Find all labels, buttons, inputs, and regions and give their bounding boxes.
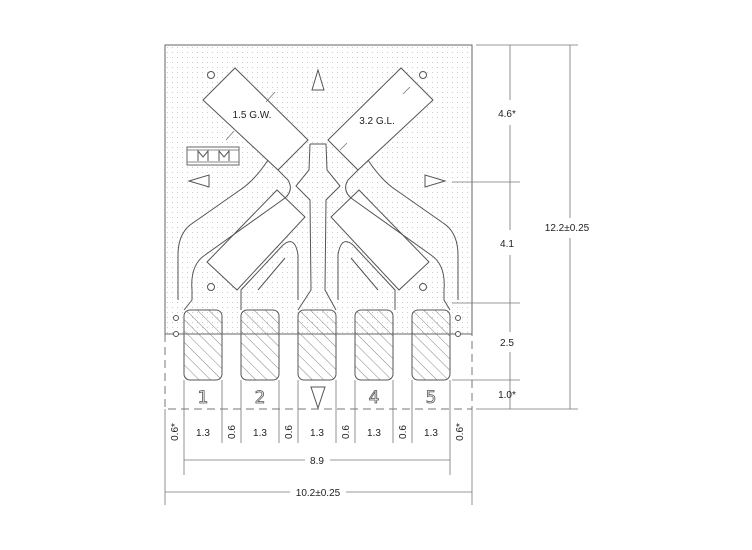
pad-1 bbox=[183, 309, 223, 381]
pad-4 bbox=[354, 309, 394, 381]
grid-elements bbox=[202, 67, 434, 291]
dim-bottom: 1.0* bbox=[498, 390, 516, 401]
triangle-down-icon bbox=[310, 386, 326, 410]
pad-3 bbox=[297, 309, 337, 381]
vertical-dimension-lines bbox=[452, 44, 578, 410]
horizontal-dimension-lines bbox=[164, 380, 473, 505]
svg-text:0.6: 0.6 bbox=[398, 425, 409, 439]
pad-number-1: 1 bbox=[198, 388, 209, 408]
dim-total-width: 10.2±0.25 bbox=[296, 488, 341, 499]
svg-text:0.6: 0.6 bbox=[284, 425, 295, 439]
svg-text:0.6*: 0.6* bbox=[455, 423, 466, 441]
svg-text:1.3: 1.3 bbox=[424, 428, 438, 439]
dimension-segments: 0.6* 1.3 0.6 1.3 0.6 1.3 0.6 1.3 0.6 1.3… bbox=[170, 423, 466, 441]
pad-number-5: 5 bbox=[426, 388, 437, 408]
svg-text:0.6*: 0.6* bbox=[170, 423, 181, 441]
pad-5 bbox=[411, 309, 451, 381]
svg-text:1.3: 1.3 bbox=[196, 428, 210, 439]
dim-pads: 2.5 bbox=[500, 338, 514, 349]
traces bbox=[177, 143, 459, 311]
dim-top: 4.6* bbox=[498, 109, 516, 120]
alignment-marks bbox=[173, 68, 461, 410]
gauge-dimension-arrows bbox=[225, 86, 411, 151]
dim-middle: 4.1 bbox=[500, 239, 514, 250]
svg-text:1.3: 1.3 bbox=[253, 428, 267, 439]
triangle-up-icon bbox=[311, 68, 325, 91]
svg-text:1.3: 1.3 bbox=[310, 428, 324, 439]
triangle-left-icon bbox=[187, 174, 210, 188]
solder-pads bbox=[183, 309, 451, 381]
svg-text:0.6: 0.6 bbox=[341, 425, 352, 439]
dim-total-height: 12.2±0.25 bbox=[545, 223, 590, 234]
triangle-right-icon bbox=[424, 174, 447, 188]
gauge-width-label: 1.5 G.W. bbox=[233, 110, 272, 121]
manufacturer-logo bbox=[186, 146, 240, 166]
svg-text:0.6: 0.6 bbox=[227, 425, 238, 439]
trim-outline bbox=[164, 334, 473, 410]
pad-number-4: 4 bbox=[369, 388, 380, 408]
pad-number-2: 2 bbox=[255, 388, 266, 408]
svg-text:1.3: 1.3 bbox=[367, 428, 381, 439]
pad-2 bbox=[240, 309, 280, 381]
dim-pad-span: 8.9 bbox=[310, 456, 324, 467]
gauge-length-label: 3.2 G.L. bbox=[359, 116, 395, 127]
